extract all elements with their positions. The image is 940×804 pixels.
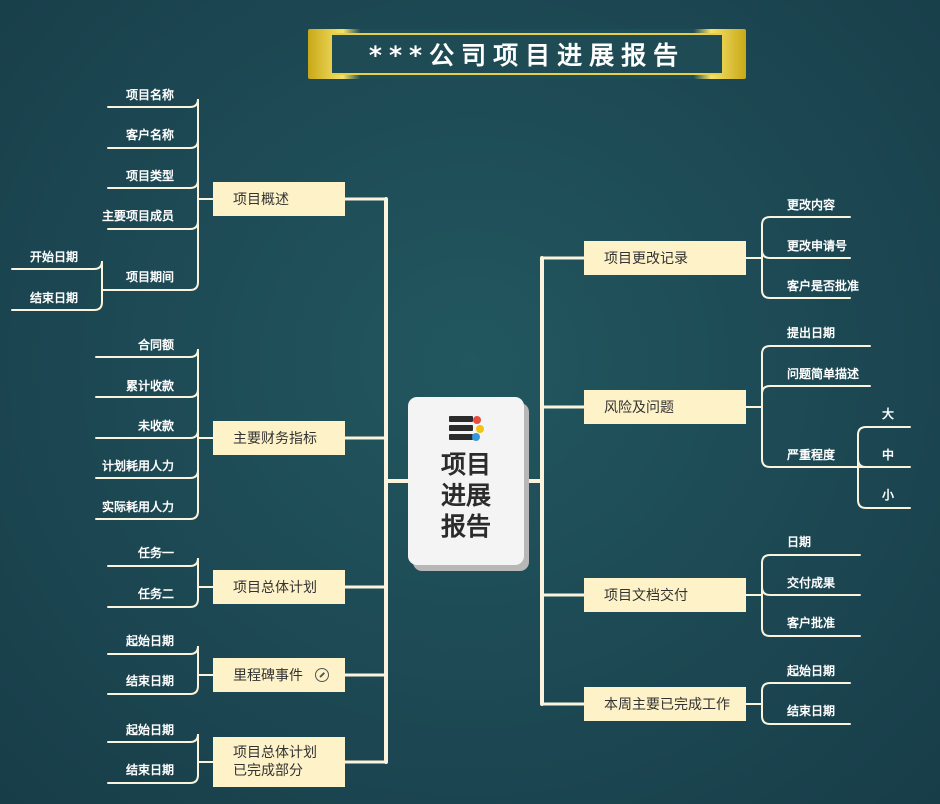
branch-financial-indicators[interactable]: 主要财务指标 — [213, 421, 345, 455]
fan-overview-child-0 — [107, 98, 199, 200]
branch-milestones[interactable]: 里程碑事件 — [213, 658, 345, 692]
branch-label: 风险及问题 — [604, 400, 674, 416]
leaf-weekly-start[interactable]: 起始日期 — [787, 664, 836, 678]
fan-severity-child-1 — [857, 458, 911, 468]
leaf-project-period[interactable]: 项目期间 — [125, 270, 174, 284]
branch-plan-completed[interactable]: 项目总体计划 已完成部分 — [213, 737, 345, 787]
leaf-contract-amount[interactable]: 合同额 — [137, 338, 174, 352]
fan-overview-child-2 — [107, 179, 199, 200]
leaf-cumulative-receipts[interactable]: 累计收款 — [125, 379, 174, 393]
leaf-project-type[interactable]: 项目类型 — [125, 169, 174, 183]
branch-change-log[interactable]: 项目更改记录 — [584, 241, 746, 275]
leaf-raised-date[interactable]: 提出日期 — [787, 326, 836, 340]
leaf-actual-manpower[interactable]: 实际耗用人力 — [101, 500, 174, 514]
leaf-outstanding[interactable]: 未收款 — [137, 419, 174, 433]
leaf-project-name[interactable]: 项目名称 — [125, 88, 174, 102]
fan-milestone-child-1 — [107, 674, 199, 695]
leaf-weekly-end[interactable]: 结束日期 — [787, 704, 836, 718]
fan-risk-child-0 — [761, 345, 871, 408]
fan-delivery-child-1 — [761, 586, 861, 596]
fan-period-child-0 — [11, 260, 103, 291]
leaf-severity-low[interactable]: 小 — [882, 488, 895, 502]
leaf-issue-description[interactable]: 问题简单描述 — [787, 367, 860, 381]
fan-risk-child-2 — [761, 406, 871, 468]
branch-project-overview[interactable]: 项目概述 — [213, 182, 345, 216]
page-title: ***公司项目进展报告 — [368, 41, 686, 70]
fan-delivery-child-2 — [761, 594, 861, 637]
fan-severity-child-2 — [857, 466, 911, 509]
fan-weekly-child-1 — [761, 703, 851, 725]
fan-finance-child-1 — [95, 388, 199, 439]
branch-document-delivery[interactable]: 项目文档交付 — [584, 578, 746, 612]
leaf-severity-high[interactable]: 大 — [882, 407, 895, 421]
title-banner: ***公司项目进展报告 — [308, 29, 746, 79]
leaf-milestone-start[interactable]: 起始日期 — [125, 634, 174, 648]
fan-completed-child-1 — [107, 761, 199, 784]
fan-finance-child-2 — [95, 429, 199, 439]
leaf-task-two[interactable]: 任务二 — [137, 587, 174, 601]
leaf-completed-start[interactable]: 起始日期 — [125, 723, 174, 737]
branch-label: 里程碑事件 — [233, 668, 303, 684]
branch-label: 项目更改记录 — [604, 251, 688, 267]
fan-overview-child-4 — [107, 198, 199, 291]
leaf-deliverables[interactable]: 交付成果 — [787, 576, 836, 590]
leaf-milestone-end[interactable]: 结束日期 — [125, 674, 174, 688]
central-topic[interactable]: 项目进展报告 — [408, 397, 524, 565]
leaf-client-signoff[interactable]: 客户批准 — [787, 616, 836, 630]
fan-plan-child-0 — [107, 557, 199, 588]
fan-weekly-child-0 — [761, 682, 851, 705]
fan-finance-child-4 — [95, 437, 199, 520]
leaf-start-date[interactable]: 开始日期 — [29, 250, 78, 264]
branch-label: 项目文档交付 — [604, 588, 688, 604]
leaf-end-date[interactable]: 结束日期 — [29, 291, 78, 305]
fan-plan-child-1 — [107, 586, 199, 608]
branch-overall-plan[interactable]: 项目总体计划 — [213, 570, 345, 604]
leaf-completed-end[interactable]: 结束日期 — [125, 763, 174, 777]
branch-risks-issues[interactable]: 风险及问题 — [584, 390, 746, 424]
leaf-change-request-no[interactable]: 更改申请号 — [787, 239, 848, 253]
server-stack-icon — [447, 413, 485, 443]
leaf-client-approved[interactable]: 客户是否批准 — [787, 279, 860, 293]
leaf-severity-medium[interactable]: 中 — [882, 448, 895, 462]
fan-risk-child-1 — [761, 385, 871, 408]
branch-label: 主要财务指标 — [233, 431, 317, 447]
fan-milestone-child-0 — [107, 645, 199, 676]
branch-label-line-1: 项目总体计划 — [233, 745, 317, 761]
fan-period-child-1 — [11, 289, 103, 311]
fan-completed-child-0 — [107, 733, 199, 763]
fan-change-child-0 — [761, 216, 851, 259]
branch-label: 本周主要已完成工作 — [604, 697, 730, 713]
branch-label: 项目概述 — [233, 192, 289, 208]
fan-change-child-2 — [761, 257, 851, 299]
leaf-task-one[interactable]: 任务一 — [137, 546, 174, 560]
leaf-key-members[interactable]: 主要项目成员 — [101, 209, 174, 223]
central-topic-title: 项目进展报告 — [440, 450, 491, 541]
title-banner-inner: ***公司项目进展报告 — [332, 33, 722, 75]
branch-label-line-2: 已完成部分 — [233, 763, 303, 779]
leaf-severity[interactable]: 严重程度 — [787, 448, 836, 462]
leaf-change-content[interactable]: 更改内容 — [787, 198, 836, 212]
fan-overview-child-1 — [107, 139, 199, 200]
fan-finance-child-0 — [95, 348, 199, 439]
fan-severity-child-0 — [857, 426, 911, 468]
fan-delivery-child-0 — [761, 554, 861, 596]
branch-label: 项目总体计划 — [233, 580, 317, 596]
branch-weekly-completed[interactable]: 本周主要已完成工作 — [584, 687, 746, 721]
attachment-icon[interactable] — [315, 668, 329, 682]
leaf-planned-manpower[interactable]: 计划耗用人力 — [101, 459, 174, 473]
leaf-delivery-date[interactable]: 日期 — [787, 535, 812, 549]
fan-change-child-1 — [761, 249, 851, 259]
leaf-client-name[interactable]: 客户名称 — [125, 128, 174, 142]
